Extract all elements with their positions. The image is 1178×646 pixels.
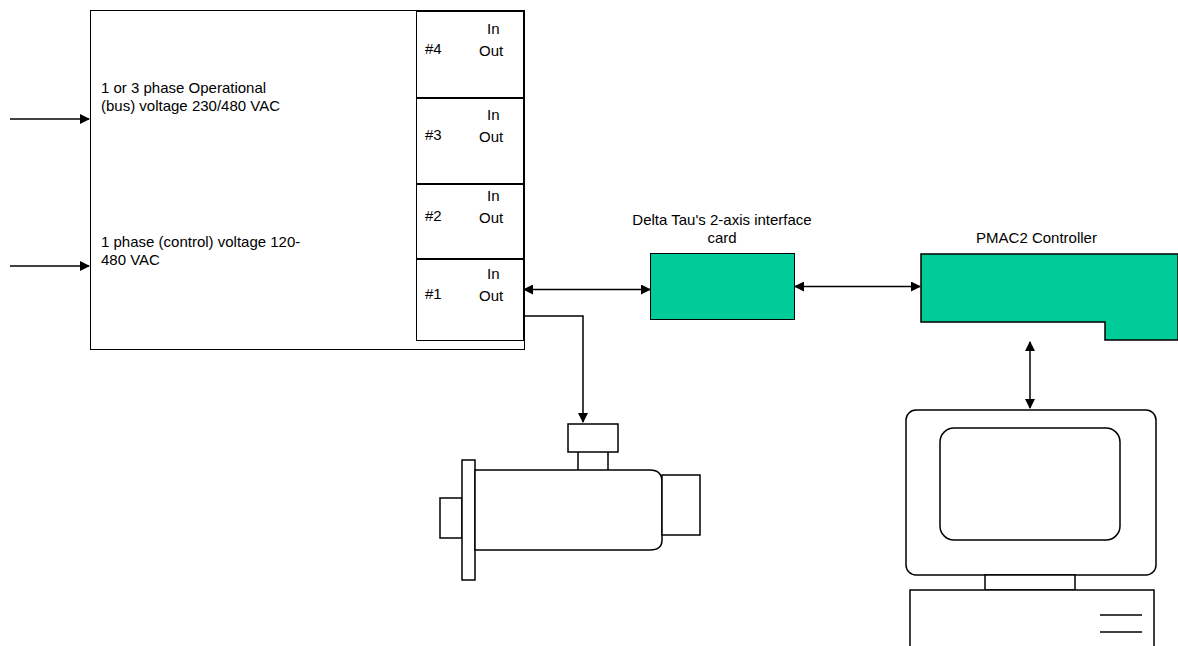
card-body (650, 253, 795, 320)
slot-number: #4 (425, 40, 442, 58)
slot-in-label: In (487, 20, 500, 38)
signal-connector (795, 286, 920, 288)
controller-card: PMAC2 Controller (915, 229, 1178, 247)
axis-slot: #4 InOut (416, 11, 524, 98)
slot-out-label: Out (479, 128, 503, 146)
controller-shape (921, 254, 1178, 340)
axis-slot: #3 InOut (416, 98, 524, 184)
controller-body (920, 253, 1178, 341)
control-voltage-arrow (10, 265, 89, 267)
slot-out-label: Out (479, 42, 503, 60)
signal-connector (524, 289, 650, 291)
drive-chassis: 1 or 3 phase Operational (bus) voltage 2… (90, 10, 525, 350)
axis-slot: #1 InOut (416, 259, 524, 341)
motor-illustration (440, 424, 700, 580)
slot-out-label: Out (479, 287, 503, 305)
slot-out-label: Out (479, 209, 503, 227)
controller-heading: PMAC2 Controller (915, 229, 1178, 247)
slot-number: #3 (425, 126, 442, 144)
slot-in-label: In (487, 187, 500, 205)
controller-outline (920, 253, 1178, 341)
interface-card: Delta Tau's 2-axis interface card (622, 211, 822, 247)
slot-number: #2 (425, 207, 442, 225)
control-voltage-label: 1 phase (control) voltage 120-480 VAC (101, 233, 311, 269)
card-heading: Delta Tau's 2-axis interface card (622, 211, 822, 247)
axis-slot: #2 InOut (416, 184, 524, 259)
slot-in-label: In (487, 265, 500, 283)
bus-voltage-label: 1 or 3 phase Operational (bus) voltage 2… (101, 79, 301, 115)
slot-number: #1 (425, 285, 442, 303)
slot-in-label: In (487, 106, 500, 124)
pc-link (1029, 342, 1031, 408)
computer-illustration (906, 410, 1156, 646)
motor-power-wire (522, 316, 583, 422)
bus-voltage-arrow (10, 118, 89, 120)
